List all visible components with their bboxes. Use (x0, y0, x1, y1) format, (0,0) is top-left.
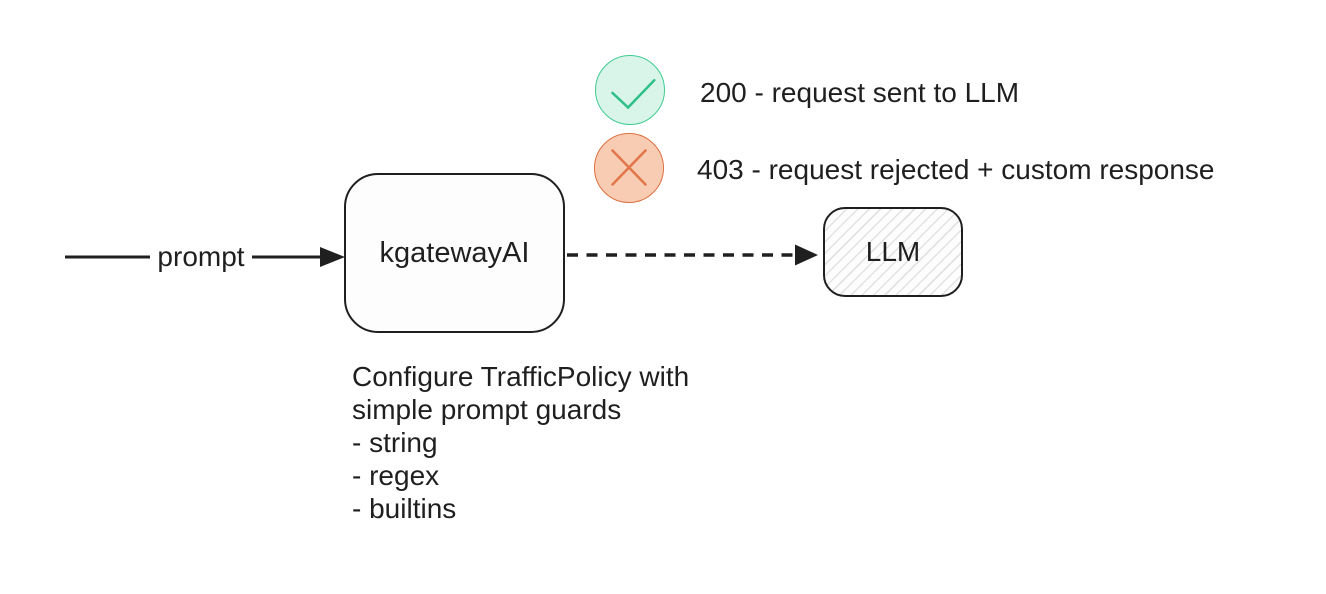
prompt-arrow (65, 247, 345, 267)
caption-line: - builtins (352, 493, 457, 524)
caption-line: Configure TrafficPolicy with (352, 361, 690, 392)
check-icon (611, 79, 656, 110)
legend-rejected-text: 403 - request rejected + custom response (697, 154, 1215, 185)
status-rejected-circle (594, 133, 664, 203)
x-icon (611, 149, 647, 186)
caption-line: - regex (352, 460, 440, 491)
llm-node-label: LLM (865, 236, 921, 267)
llm-node: LLM (823, 207, 963, 297)
prompt-arrow-label: prompt (157, 241, 245, 272)
gateway-node-label: kgatewayAI (379, 236, 530, 269)
gateway-to-llm-dashed-arrow (567, 244, 818, 266)
gateway-node: kgatewayAI (344, 173, 565, 333)
gateway-caption: Configure TrafficPolicy with simple prom… (352, 360, 689, 525)
status-success-circle (595, 55, 665, 125)
caption-line: simple prompt guards (352, 394, 622, 425)
caption-line: - string (352, 427, 438, 458)
arrowhead-icon (320, 247, 345, 267)
arrowhead-icon (795, 244, 818, 266)
legend-success-text: 200 - request sent to LLM (700, 77, 1020, 108)
